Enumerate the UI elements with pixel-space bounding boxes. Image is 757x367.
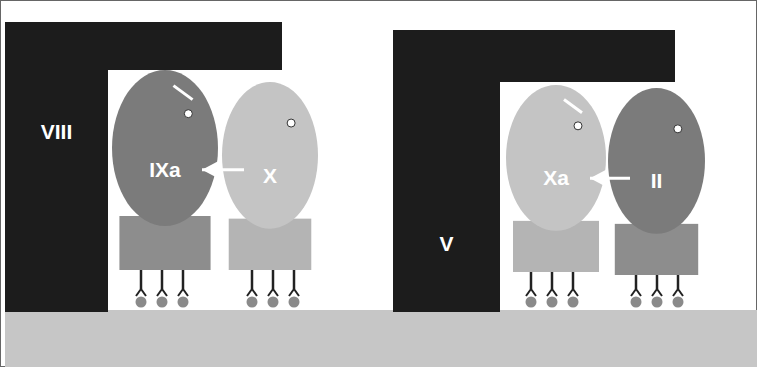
anchor-fork [294,289,299,296]
gla-anchor [568,268,579,308]
protease-domain [222,82,318,229]
anchor-stem [161,268,164,289]
anchor-stem [251,268,254,289]
anchor-fork [673,289,678,296]
cleavage-connector [202,161,244,179]
gla-anchor [157,268,168,308]
calcium-dot [247,297,258,308]
anchor-stem [293,268,296,289]
calcium-dot [547,297,558,308]
anchor-stem [140,268,143,289]
anchor-fork [573,289,578,296]
anchor-fork [136,289,141,296]
gla-anchor [178,268,189,308]
anchor-fork [547,289,552,296]
anchor-fork [678,289,683,296]
calcium-dot [289,297,300,308]
connector-line [202,168,244,171]
calcium-dot [673,297,684,308]
calcium-dot [526,297,537,308]
membrane-band [5,310,757,367]
anchor-fork [247,289,252,296]
gla-anchor [247,268,258,308]
enzyme-label: IXa [112,158,218,182]
anchor-fork [162,289,167,296]
gla-anchor [526,268,537,308]
anchor-fork [531,289,536,296]
calcium-dot [652,297,663,308]
arrow-head [590,169,607,187]
exosite-line [564,100,582,113]
cofactor-label: V [393,232,500,256]
calcium-dot [178,297,189,308]
anchor-fork [141,289,146,296]
calcium-dot [568,297,579,308]
enzyme-label: Xa [506,166,606,190]
anchor-fork [636,289,641,296]
calcium-dot [157,297,168,308]
anchor-fork [652,289,657,296]
anchor-stem [272,268,275,289]
anchor-fork [157,289,162,296]
gla-anchor [289,268,300,308]
anchor-fork [552,289,557,296]
anchor-fork [252,289,257,296]
anchor-fork [268,289,273,296]
binding-site [574,122,582,130]
protease-domain [112,70,218,226]
enzyme-label: II [608,169,705,193]
arrow-head [202,161,219,179]
connector-line [590,177,630,180]
enzyme-label: X [222,164,318,188]
calcium-dot [136,297,147,308]
calcium-dot [268,297,279,308]
enzyme-shape: X [222,82,318,270]
gla-anchor [547,268,558,308]
binding-site [184,110,192,118]
protease-domain [608,88,705,234]
anchor-fork [289,289,294,296]
enzyme-shape: IXa [112,70,218,270]
anchor-fork [568,289,573,296]
enzyme-shape: Xa [506,85,606,272]
anchor-fork [183,289,188,296]
enzyme-shape: II [608,88,705,275]
exosite-line [173,86,192,100]
anchor-stem [182,268,185,289]
anchor-fork [631,289,636,296]
binding-site [674,125,682,133]
anchor-fork [657,289,662,296]
protease-domain [506,85,606,231]
calcium-dot [631,297,642,308]
anchor-fork [178,289,183,296]
binding-site [287,119,295,127]
gla-anchor [268,268,279,308]
anchor-fork [526,289,531,296]
cleavage-connector [590,169,630,187]
anchor-fork [273,289,278,296]
cofactor-label: VIII [5,120,108,144]
gla-anchor [136,268,147,308]
